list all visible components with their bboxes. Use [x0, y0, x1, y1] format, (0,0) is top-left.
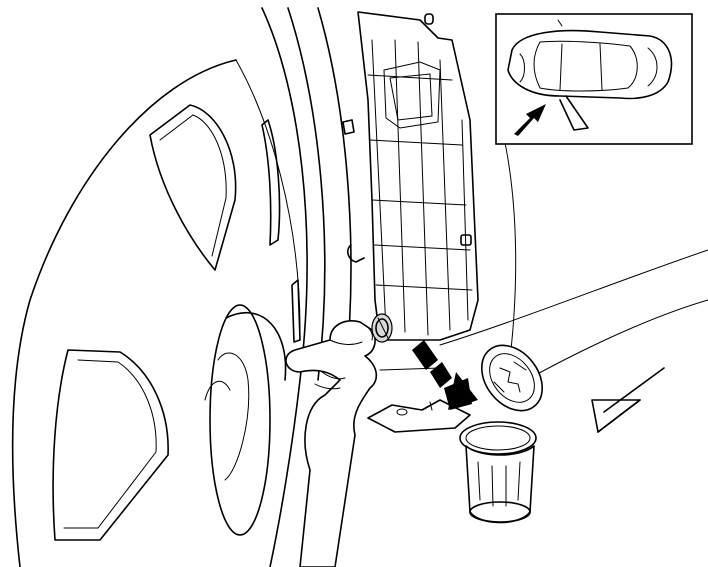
hand-icon: [286, 321, 376, 567]
removal-arrow-icon: [412, 340, 478, 410]
do-not-reuse-icon: [592, 368, 664, 432]
body-outline: [440, 120, 708, 395]
vehicle-locator-icon: [496, 14, 692, 144]
detached-clip: [469, 334, 554, 423]
liner-panel-icon: [343, 12, 478, 340]
discard-bin-icon: [460, 422, 536, 523]
wheel-icon: [13, 8, 351, 567]
clip-icon: [372, 314, 392, 342]
